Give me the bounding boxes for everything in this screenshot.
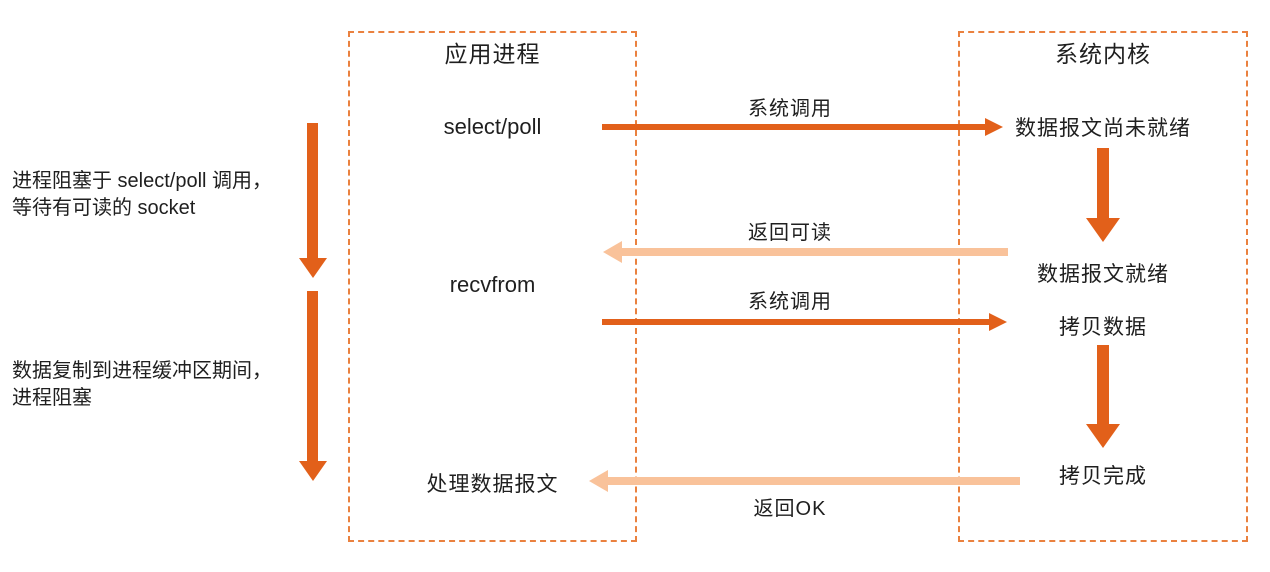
- copy-data-label: 拷贝数据: [1059, 316, 1147, 339]
- app-process-box: [348, 31, 637, 542]
- annotation-select-blocking: 进程阻塞于 select/poll 调用， 等待有可读的 socket: [12, 168, 272, 222]
- blocking-period-arrow-2-icon: [307, 291, 318, 461]
- return-ok-arrow-icon: [607, 477, 1020, 485]
- kernel-progress-arrow-2-icon: [1097, 345, 1109, 424]
- select-poll-label: select/poll: [443, 114, 542, 139]
- datagram-ready-label: 数据报文就绪: [1037, 263, 1169, 286]
- syscall-arrow-2-icon: [602, 319, 990, 325]
- datagram-not-ready-label: 数据报文尚未就绪: [1015, 117, 1191, 140]
- syscall-arrow-1-icon: [602, 124, 986, 130]
- handle-datagram-label: 处理数据报文: [426, 473, 559, 496]
- annotation-copy-blocking: 数据复制到进程缓冲区期间， 进程阻塞: [12, 358, 272, 412]
- syscall-label-1: 系统调用: [748, 98, 832, 120]
- kernel-box: [958, 31, 1248, 542]
- annotation-select-blocking-line2: 等待有可读的 socket: [12, 197, 196, 219]
- syscall-label-2: 系统调用: [748, 291, 832, 313]
- blocking-period-arrow-1-icon: [307, 123, 318, 258]
- annotation-copy-blocking-line1: 数据复制到进程缓冲区期间，: [12, 360, 272, 382]
- annotation-copy-blocking-line2: 进程阻塞: [12, 387, 92, 409]
- return-readable-label: 返回可读: [748, 222, 832, 244]
- app-process-box-title: 应用进程: [444, 41, 541, 67]
- annotation-select-blocking-line1: 进程阻塞于 select/poll 调用，: [12, 170, 273, 192]
- copy-done-label: 拷贝完成: [1059, 465, 1147, 488]
- return-ok-label: 返回OK: [753, 498, 827, 520]
- kernel-box-title: 系统内核: [1055, 41, 1151, 67]
- kernel-progress-arrow-1-icon: [1097, 148, 1109, 218]
- return-readable-arrow-icon: [621, 248, 1008, 256]
- recvfrom-label: recvfrom: [449, 272, 536, 297]
